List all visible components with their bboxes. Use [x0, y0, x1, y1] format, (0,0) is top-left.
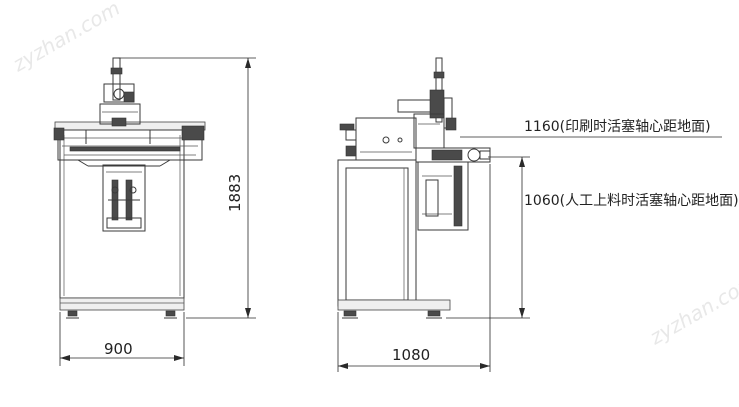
side-dimensions: 1160(印刷时活塞轴心距地面) 1060(人工上料时活塞轴心距地面) 1080	[337, 118, 739, 372]
watermark-top-left: zyzhan.com	[8, 0, 124, 77]
front-dimensions: 1883 900	[59, 57, 256, 366]
height-dimension-label: 1883	[226, 174, 244, 212]
front-base	[59, 297, 185, 311]
side-cylinder	[417, 161, 469, 231]
front-column	[112, 57, 121, 101]
side-mechanism-plate	[355, 117, 417, 161]
front-frame	[59, 127, 185, 299]
front-view	[53, 57, 206, 319]
loading-height-annotation: 1060(人工上料时活塞轴心距地面)	[524, 192, 739, 209]
front-width-dimension-label: 900	[104, 340, 133, 358]
watermark-bottom-right: zyzhan.com	[645, 269, 739, 350]
front-foot-right	[165, 310, 176, 317]
side-width-dimension-label: 1080	[392, 346, 430, 364]
watermark-group: zyzhan.com zyzhan.com	[8, 0, 739, 350]
side-view	[337, 57, 491, 319]
front-foot-left	[67, 310, 78, 317]
printing-height-annotation: 1160(印刷时活塞轴心距地面)	[524, 118, 711, 135]
front-cylinder-box	[102, 164, 146, 232]
side-base	[337, 299, 451, 311]
